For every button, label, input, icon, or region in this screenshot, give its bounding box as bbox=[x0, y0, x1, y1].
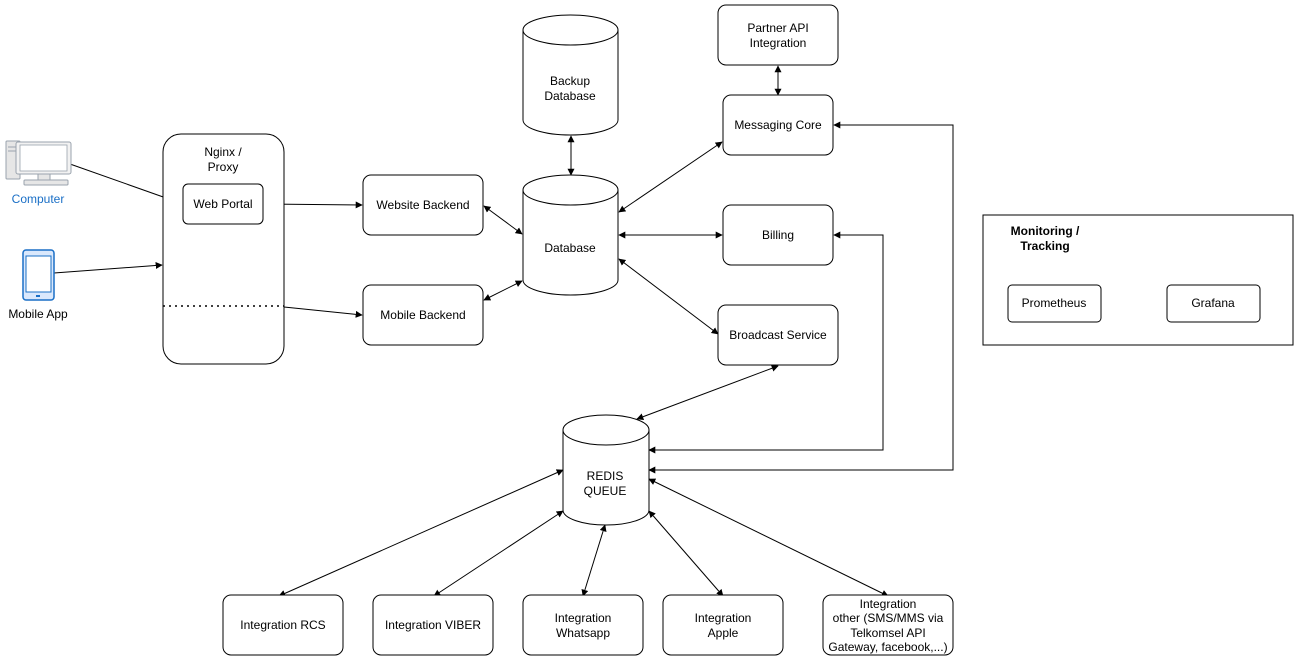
computer-node[interactable]: Computer bbox=[5, 140, 72, 206]
billing-node[interactable]: Billing bbox=[722, 204, 834, 266]
edge-redis-viber bbox=[433, 510, 564, 597]
web-portal-node[interactable]: Web Portal bbox=[182, 183, 264, 225]
web-portal-label: Web Portal bbox=[193, 197, 252, 211]
integration-other-label-line4: Gateway, facebook,...) bbox=[828, 640, 947, 654]
integration-other-label-line3: Telkomsel API bbox=[850, 626, 925, 640]
mobile-app-label: Mobile App bbox=[8, 307, 68, 321]
nginx-proxy-node[interactable]: Nginx / Proxy bbox=[162, 133, 285, 365]
integration-whatsapp-label-line1: Integration bbox=[555, 611, 612, 625]
edge-mobileapp-nginx bbox=[53, 261, 163, 274]
prometheus-node[interactable]: Prometheus bbox=[1007, 284, 1102, 323]
monitoring-label-line1: Monitoring / bbox=[1011, 224, 1080, 238]
backup-database-label-line2: Database bbox=[544, 89, 596, 103]
monitoring-container[interactable]: Monitoring / Tracking bbox=[982, 214, 1294, 346]
edge-redis-rcs bbox=[278, 469, 564, 597]
backup-database-node[interactable]: Backup Database bbox=[522, 14, 619, 136]
messaging-core-label: Messaging Core bbox=[734, 118, 822, 132]
integration-rcs-label: Integration RCS bbox=[240, 618, 325, 632]
monitoring-label-line2: Tracking bbox=[1020, 239, 1069, 253]
integration-viber-label: Integration VIBER bbox=[385, 618, 481, 632]
redis-queue-node[interactable]: REDIS QUEUE bbox=[562, 414, 650, 526]
backup-database-label-line1: Backup bbox=[550, 74, 590, 88]
partner-api-node[interactable]: Partner API Integration bbox=[717, 4, 839, 66]
edge-redis-whatsapp bbox=[581, 524, 607, 597]
integration-apple-node[interactable]: Integration Apple bbox=[662, 594, 784, 656]
nginx-proxy-label-line2: Proxy bbox=[208, 160, 239, 174]
mobile-backend-label: Mobile Backend bbox=[380, 308, 465, 322]
prometheus-label: Prometheus bbox=[1022, 296, 1087, 310]
integration-apple-label-line1: Integration bbox=[695, 611, 752, 625]
messaging-core-node[interactable]: Messaging Core bbox=[722, 94, 834, 156]
computer-icon bbox=[5, 140, 72, 186]
grafana-label: Grafana bbox=[1191, 296, 1235, 310]
integration-other-label-line1: Integration bbox=[860, 597, 917, 611]
integration-whatsapp-label-line2: Whatsapp bbox=[556, 626, 610, 640]
edge-mobilebackend-database bbox=[483, 280, 523, 301]
broadcast-service-node[interactable]: Broadcast Service bbox=[717, 304, 839, 366]
partner-api-label-line1: Partner API bbox=[747, 21, 808, 35]
edge-websitebackend-database bbox=[483, 205, 523, 235]
redis-queue-label-line2: QUEUE bbox=[584, 484, 627, 498]
mobile-backend-node[interactable]: Mobile Backend bbox=[362, 284, 484, 346]
billing-label: Billing bbox=[762, 228, 794, 242]
integration-other-node[interactable]: Integration other (SMS/MMS via Telkomsel… bbox=[822, 594, 954, 656]
partner-api-label-line2: Integration bbox=[750, 36, 807, 50]
edge-nginx-mobilebackend bbox=[283, 306, 363, 318]
integration-viber-node[interactable]: Integration VIBER bbox=[372, 594, 494, 656]
database-label: Database bbox=[544, 241, 596, 255]
nginx-proxy-label-line1: Nginx / bbox=[204, 145, 242, 159]
database-node[interactable]: Database bbox=[522, 174, 619, 296]
edge-redis-apple bbox=[648, 510, 724, 597]
website-backend-node[interactable]: Website Backend bbox=[362, 174, 484, 236]
edge-redis-other bbox=[648, 478, 889, 597]
edges bbox=[53, 65, 954, 597]
mobile-phone-icon bbox=[22, 249, 55, 301]
mobile-app-node[interactable]: Mobile App bbox=[8, 249, 68, 321]
website-backend-label: Website Backend bbox=[376, 198, 469, 212]
edge-broadcast-redis bbox=[636, 364, 779, 421]
redis-queue-label-line1: REDIS bbox=[587, 469, 624, 483]
computer-label: Computer bbox=[12, 192, 65, 206]
edge-database-broadcast bbox=[618, 258, 719, 335]
integration-whatsapp-node[interactable]: Integration Whatsapp bbox=[522, 594, 644, 656]
integration-rcs-node[interactable]: Integration RCS bbox=[222, 594, 344, 656]
edge-messagingcore-redis bbox=[648, 121, 954, 474]
broadcast-service-label: Broadcast Service bbox=[729, 328, 827, 342]
integration-other-label-line2: other (SMS/MMS via bbox=[833, 611, 944, 625]
grafana-node[interactable]: Grafana bbox=[1166, 284, 1261, 323]
integration-apple-label-line2: Apple bbox=[708, 626, 739, 640]
edge-database-messagingcore bbox=[618, 141, 723, 213]
